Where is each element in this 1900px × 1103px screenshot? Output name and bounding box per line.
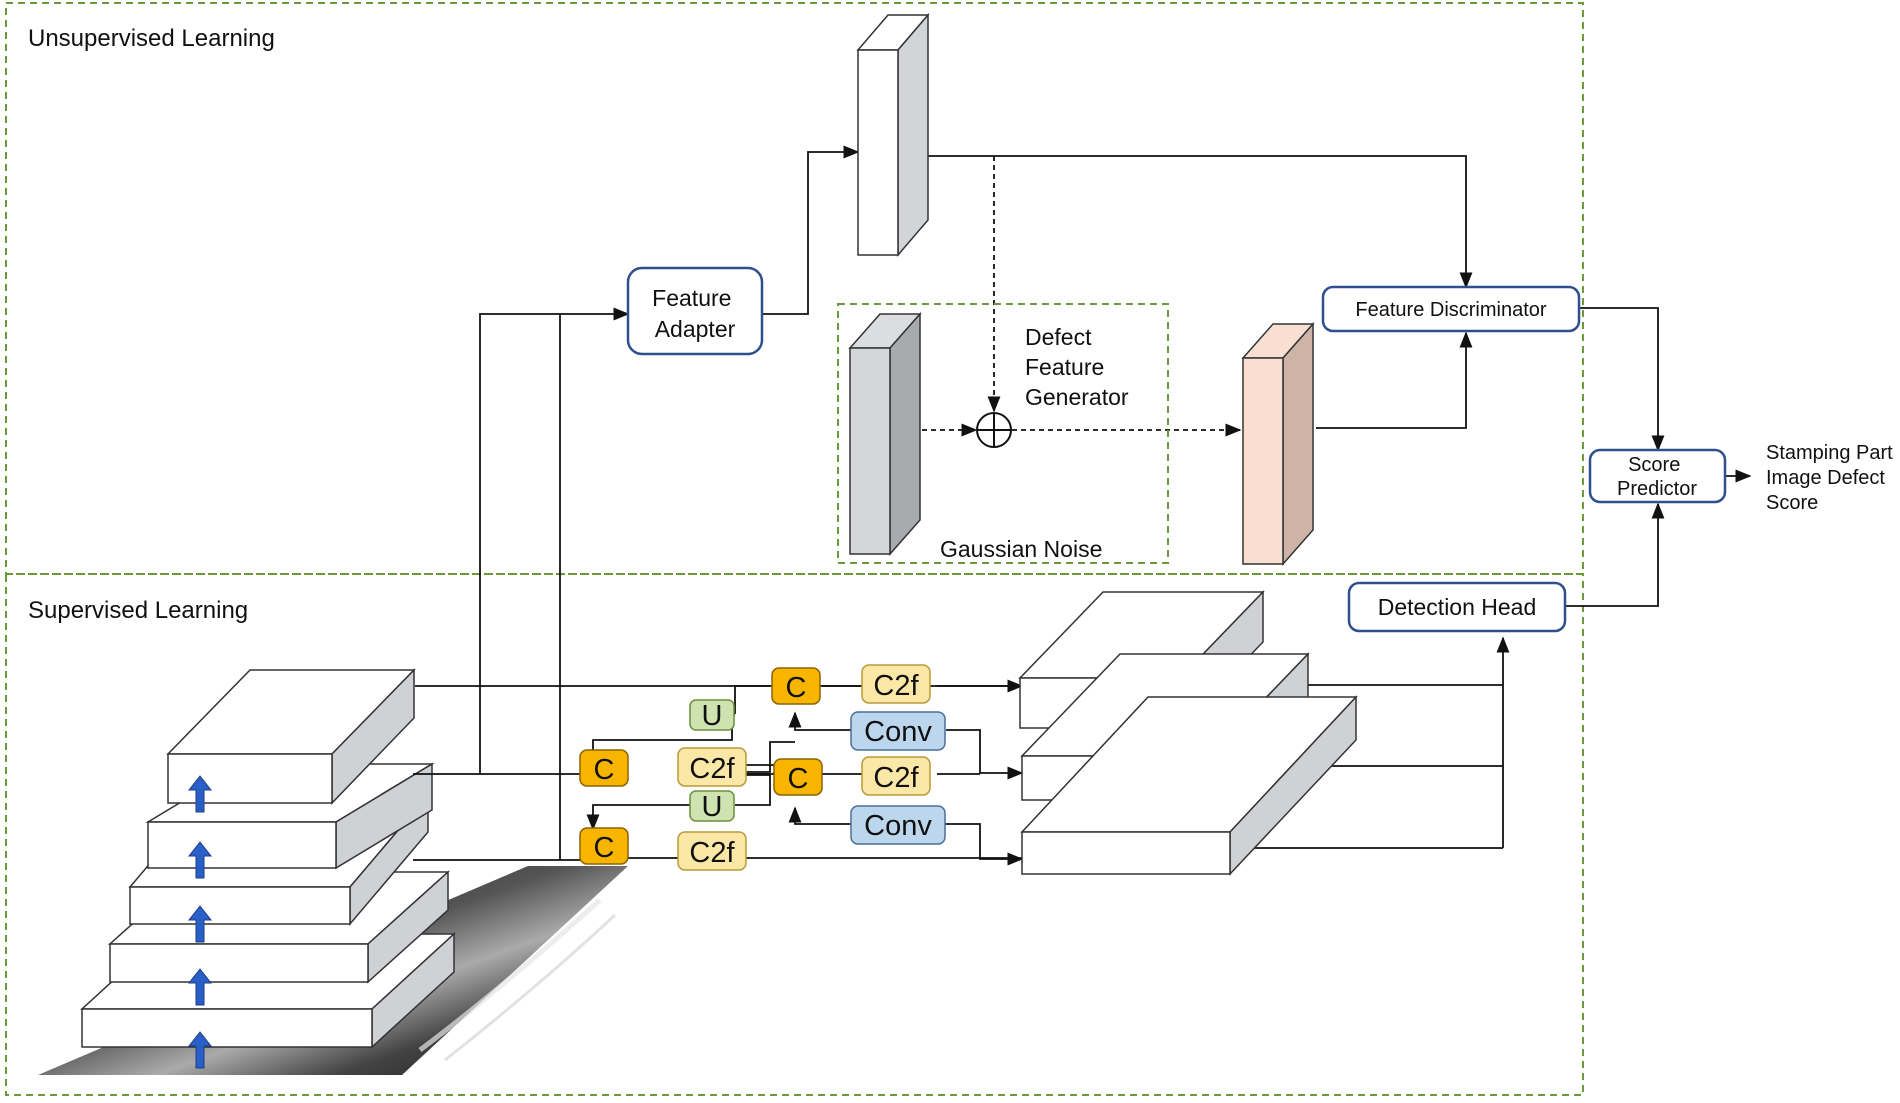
generator-flow xyxy=(922,156,1242,437)
svg-text:C: C xyxy=(788,763,809,795)
add-icon xyxy=(976,412,1012,448)
svg-text:C2f: C2f xyxy=(689,753,735,785)
unsupervised-label: Unsupervised Learning xyxy=(28,25,275,52)
feature-discriminator-node: Feature Discriminator xyxy=(1321,285,1581,333)
svg-text:Conv: Conv xyxy=(864,810,932,842)
backbone-level-1 xyxy=(166,668,416,805)
up-arrow-icon xyxy=(187,775,213,813)
conv-block-bottom: Conv xyxy=(850,805,946,845)
svg-text:C: C xyxy=(786,672,807,704)
svg-text:U: U xyxy=(702,700,723,732)
svg-text:Score Predictor: Score Predictor xyxy=(1617,454,1697,500)
svg-text:Feature Discriminator: Feature Discriminator xyxy=(1355,299,1547,321)
concat-block-top: C xyxy=(771,667,821,705)
feature-adapter-node: Feature Adapter xyxy=(626,266,764,356)
svg-text:C2f: C2f xyxy=(689,837,735,869)
supervised-label: Supervised Learning xyxy=(28,597,248,624)
detection-head-node: Detection Head xyxy=(1347,581,1567,633)
gaussian-noise-label: Gaussian Noise xyxy=(940,536,1102,562)
supervised-region xyxy=(5,573,1584,1096)
unsupervised-region xyxy=(5,2,1584,575)
c2f-block-bottom: C2f xyxy=(677,831,747,871)
up-arrow-icon xyxy=(187,968,213,1006)
up-arrow-icon xyxy=(187,1031,213,1069)
svg-text:Detection Head: Detection Head xyxy=(1378,594,1537,620)
svg-text:C2f: C2f xyxy=(873,762,919,794)
c2f-block-mid-right: C2f xyxy=(861,756,931,796)
concat-block-mid-left: C xyxy=(579,749,629,787)
adapted-feature-map xyxy=(856,12,930,258)
backbone-up-arrows xyxy=(187,775,213,1069)
c2f-block-top: C2f xyxy=(861,664,931,704)
upsample-block-top: U xyxy=(689,699,735,732)
backbone-pyramid xyxy=(80,668,456,1069)
defect-generator-region xyxy=(837,303,1169,564)
normal-feature-map xyxy=(848,312,922,556)
up-arrow-icon xyxy=(187,905,213,943)
concat-block-bottom: C xyxy=(579,827,629,865)
svg-text:C: C xyxy=(594,832,615,864)
c2f-block-mid-left: C2f xyxy=(677,747,747,787)
svg-text:Conv: Conv xyxy=(864,716,932,748)
output-score-label: Stamping Part Image Defect Score xyxy=(1766,442,1898,514)
defect-generator-label: Defect Feature Generator xyxy=(1025,324,1129,410)
svg-text:U: U xyxy=(702,791,723,823)
neck-output-small xyxy=(1020,695,1358,876)
upsample-block-bottom: U xyxy=(689,790,735,823)
up-arrow-icon xyxy=(187,841,213,879)
concat-block-mid-right: C xyxy=(773,758,823,796)
svg-text:C: C xyxy=(594,754,615,786)
conv-block-top: Conv xyxy=(850,711,946,751)
score-predictor-node: Score Predictor xyxy=(1588,448,1727,504)
svg-text:C2f: C2f xyxy=(873,670,919,702)
defect-feature-map xyxy=(1241,322,1315,566)
svg-text:Feature Adapter: Feature Adapter xyxy=(652,285,738,342)
